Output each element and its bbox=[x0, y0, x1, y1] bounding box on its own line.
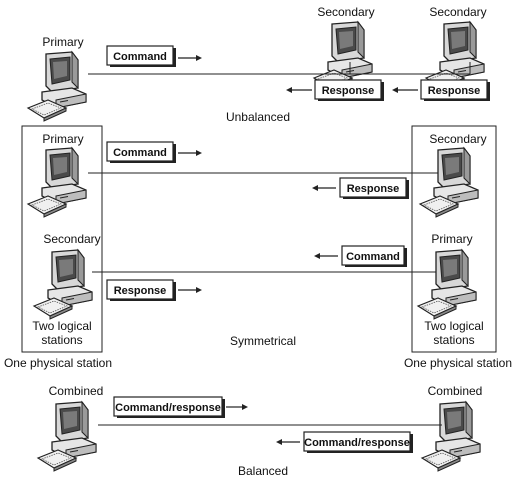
arrow-right-icon bbox=[178, 150, 202, 156]
balanced-command-response-label-1: Command/response bbox=[115, 402, 221, 414]
symmetrical-left-primary-label: Primary bbox=[42, 132, 83, 146]
left-physical-station-label: One physical station bbox=[4, 356, 112, 370]
symmetrical-command-label-top: Command bbox=[113, 147, 167, 159]
unbalanced-command-label: Command bbox=[113, 51, 167, 63]
right-logical-stations-line1: Two logical bbox=[424, 319, 483, 333]
computer-icon bbox=[421, 401, 481, 472]
arrow-left-icon bbox=[312, 185, 336, 191]
unbalanced-section: Primary Secondary Secondary Command Resp… bbox=[27, 5, 490, 124]
right-physical-station-label: One physical station bbox=[404, 356, 512, 370]
symmetrical-caption: Symmetrical bbox=[230, 334, 296, 348]
balanced-section: Combined Combined Command/response Comma… bbox=[37, 384, 483, 478]
balanced-right-label: Combined bbox=[428, 384, 483, 398]
unbalanced-caption: Unbalanced bbox=[226, 110, 290, 124]
symmetrical-response-label-top: Response bbox=[347, 183, 400, 195]
computer-icon bbox=[27, 147, 87, 218]
balanced-command-response-box-2: Command/response bbox=[303, 431, 413, 453]
arrow-left-icon bbox=[392, 87, 418, 93]
symmetrical-right-primary-label: Primary bbox=[431, 232, 472, 246]
unbalanced-response-box-2: Response bbox=[420, 79, 490, 101]
arrow-left-icon bbox=[276, 439, 300, 445]
unbalanced-command-box: Command bbox=[106, 45, 176, 67]
balanced-left-label: Combined bbox=[49, 384, 104, 398]
computer-icon bbox=[33, 249, 93, 320]
symmetrical-command-box-bottom: Command bbox=[341, 245, 407, 267]
computer-icon bbox=[27, 51, 87, 122]
computer-icon bbox=[37, 401, 97, 472]
unbalanced-primary-label: Primary bbox=[42, 35, 83, 49]
right-physical-station-frame bbox=[411, 125, 497, 353]
symmetrical-response-box-top: Response bbox=[339, 177, 409, 199]
computer-icon bbox=[417, 249, 477, 320]
balanced-command-response-label-2: Command/response bbox=[304, 437, 410, 449]
symmetrical-command-box-top: Command bbox=[106, 141, 176, 163]
symmetrical-section: Primary Secondary Secondary Primary Comm… bbox=[4, 125, 512, 370]
symmetrical-left-secondary-label: Secondary bbox=[43, 232, 100, 246]
unbalanced-response-label-2: Response bbox=[428, 85, 481, 97]
right-logical-stations-line2: stations bbox=[433, 333, 474, 347]
unbalanced-response-label-1: Response bbox=[322, 85, 375, 97]
symmetrical-response-label-bottom: Response bbox=[114, 285, 167, 297]
balanced-caption: Balanced bbox=[238, 464, 288, 478]
arrow-left-icon bbox=[286, 87, 312, 93]
left-physical-station-frame bbox=[21, 125, 103, 353]
unbalanced-response-box-1: Response bbox=[314, 79, 384, 101]
unbalanced-secondary-label-1: Secondary bbox=[317, 5, 374, 19]
symmetrical-right-secondary-label: Secondary bbox=[429, 132, 486, 146]
unbalanced-secondary-label-2: Secondary bbox=[429, 5, 486, 19]
arrow-right-icon bbox=[178, 55, 202, 61]
arrow-right-icon bbox=[178, 287, 202, 293]
balanced-command-response-box-1: Command/response bbox=[113, 396, 225, 418]
symmetrical-command-label-bottom: Command bbox=[346, 251, 400, 263]
symmetrical-response-box-bottom: Response bbox=[106, 279, 176, 301]
arrow-left-icon bbox=[314, 253, 338, 259]
arrow-right-icon bbox=[226, 404, 248, 410]
computer-icon bbox=[419, 147, 479, 218]
left-logical-stations-line1: Two logical bbox=[32, 319, 91, 333]
left-logical-stations-line2: stations bbox=[41, 333, 82, 347]
